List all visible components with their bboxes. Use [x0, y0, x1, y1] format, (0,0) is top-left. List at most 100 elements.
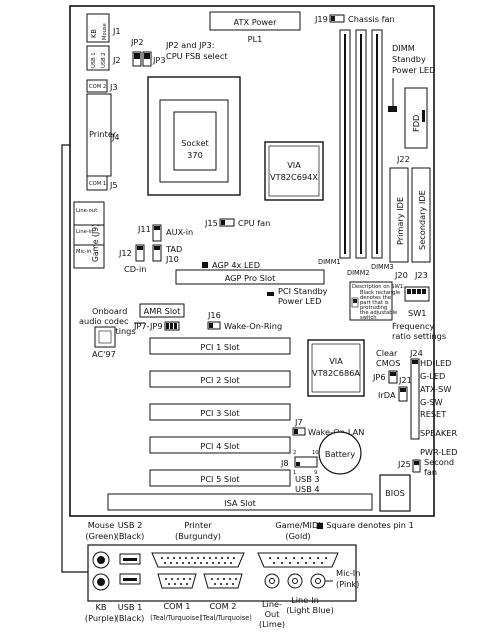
fdd-key — [422, 110, 425, 122]
bp-printer-port — [151, 552, 245, 568]
bp-com1-port — [157, 573, 197, 589]
tad-label: TAD — [165, 244, 182, 254]
bp-game-port — [257, 552, 339, 568]
j19-label: J19 — [314, 14, 328, 24]
clear-cmos-line2: CMOS — [376, 358, 400, 368]
socket-label-line1: Socket — [181, 138, 209, 148]
dimm-standby-line2: Standby — [392, 54, 426, 64]
pin10-label: 10 — [312, 450, 319, 456]
pci5-slot — [149, 469, 291, 487]
pci3-label: PCI 3 Slot — [200, 408, 240, 418]
dimm-standby-led — [388, 106, 397, 112]
sw1-desc-line3: denotes the — [360, 295, 391, 301]
line-in-label: Line-in — [76, 229, 93, 235]
back-panel-bracket — [61, 144, 88, 573]
dimm3-label: DIMM3 — [371, 263, 394, 271]
bp-line-out-label2: Out — [265, 609, 281, 619]
jp6-jumper — [388, 370, 398, 384]
dimm2-key — [360, 34, 362, 254]
bp-com2-label: COM 2 — [209, 601, 236, 611]
pci1-slot — [149, 337, 291, 355]
pci3-slot — [149, 403, 291, 421]
dimm2-label: DIMM2 — [347, 269, 370, 277]
battery-label: Battery — [325, 449, 355, 459]
j1-label: J1 — [112, 26, 121, 36]
j22-label: J22 — [396, 154, 410, 164]
bp-com2-color: (Teal/Turquoise) — [200, 614, 252, 622]
pci-standby-line2: Power LED — [278, 296, 321, 306]
bp-printer-label: Printer — [184, 520, 212, 530]
j12-label: J12 — [118, 248, 132, 258]
atx-power-label: ATX Power — [234, 17, 278, 27]
bp-mic-in-label: Mic-In — [336, 568, 360, 578]
pci2-slot — [149, 370, 291, 388]
dimm1-label: DIMM1 — [318, 258, 341, 266]
j11-label: J11 — [137, 224, 151, 234]
agp-4x-led — [202, 262, 208, 268]
jp3-label: JP3 — [152, 55, 166, 65]
tad-connector — [152, 244, 162, 262]
usb-connector — [86, 45, 110, 71]
sw1-desc-line1: Description on SW1: — [352, 284, 405, 290]
socket-core — [173, 111, 217, 171]
pwr-led-label: PWR-LED — [420, 447, 457, 457]
irda-connector — [398, 386, 408, 402]
bp-line-in-color: (Light Blue) — [286, 605, 334, 615]
cpu-fsb-select-line2: CPU FSB select — [166, 51, 228, 61]
amr-slot-label: AMR Slot — [144, 306, 181, 316]
bp-printer-color: (Burgundy) — [175, 531, 221, 541]
isa-slot — [107, 493, 373, 511]
j15-label: J15 — [204, 218, 218, 228]
aux-in-connector — [152, 224, 162, 242]
fdd-connector — [404, 87, 428, 149]
bp-com1-color: (Teal/Turquoise) — [150, 614, 202, 622]
game-j9-label: Game (J9) — [91, 224, 100, 262]
cd-in-connector — [135, 244, 145, 262]
secondary-ide-connector — [411, 167, 431, 263]
g-sw-label: G-SW — [420, 397, 443, 407]
com1-connector — [86, 175, 108, 191]
bp-line-in-label: Line-In — [291, 595, 319, 605]
jp6-label: JP6 — [372, 372, 386, 382]
pin1-marker — [331, 16, 335, 21]
j2-label: J2 — [112, 55, 121, 65]
pin1-label: 1 — [293, 470, 296, 476]
agp-pro-slot-label: AGP Pro Slot — [225, 273, 276, 283]
square-pin-note: ■ Square denotes pin 1 — [316, 520, 414, 530]
j3-label: J3 — [109, 82, 118, 92]
dimm-standby-line1: DIMM — [392, 43, 415, 53]
chassis-fan-label: Chassis fan — [348, 14, 395, 24]
j16-label: J16 — [207, 310, 221, 320]
j23-label: J23 — [414, 270, 428, 280]
cd-in-label: CD-in — [124, 264, 146, 274]
dimm1-key — [344, 34, 346, 254]
bp-game-label: Game/MIDI — [275, 520, 320, 530]
northbridge-inner — [268, 145, 320, 197]
kb-mouse-connector — [86, 13, 110, 43]
usb3-label: USB 3 — [295, 474, 320, 484]
g-led-label: G-LED — [420, 371, 445, 381]
jp2-pin1 — [134, 53, 140, 59]
wake-on-ring-label: Wake-On-Ring — [224, 321, 282, 331]
usb4-label: USB 4 — [295, 484, 320, 494]
pl1-label: PL1 — [248, 34, 263, 44]
pci1-label: PCI 1 Slot — [200, 342, 240, 352]
audio-game-header — [73, 201, 105, 269]
amr-slot — [139, 303, 185, 318]
bp-line-out-color: (Lime) — [259, 619, 285, 629]
pin2-label: 2 — [293, 450, 296, 456]
line-out-label: Line-out — [76, 208, 97, 214]
second-fan-line1: Second — [424, 457, 454, 467]
j5-label: J5 — [109, 180, 118, 190]
bp-line-out-label: Line- — [262, 599, 282, 609]
hd-led-label: HD-LED — [420, 358, 451, 368]
reset-label: RESET — [420, 409, 447, 419]
bp-game-color: (Gold) — [285, 531, 310, 541]
freq-ratio-line1: Frequency — [392, 321, 434, 331]
j20-label: J20 — [394, 270, 408, 280]
pin9-label: 9 — [314, 470, 317, 476]
j21-label: J21 — [398, 375, 412, 385]
primary-ide-label: Primary IDE — [395, 197, 405, 245]
